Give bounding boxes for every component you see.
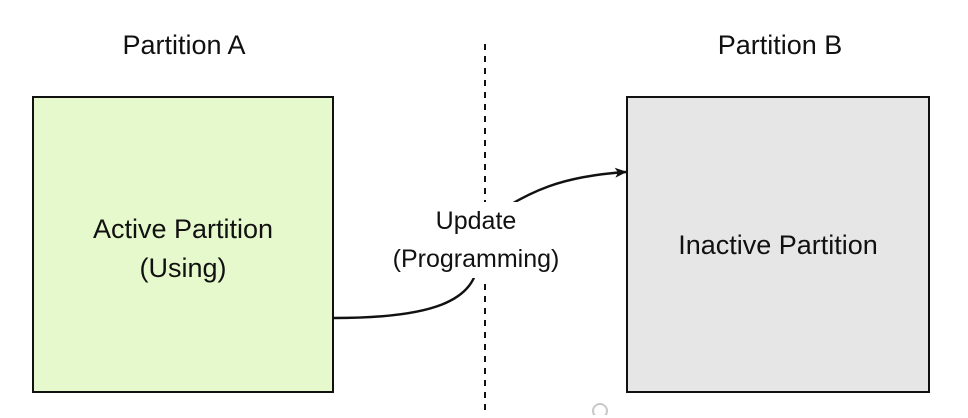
update-label-line2: (Programming) — [392, 245, 560, 273]
active-partition-status: (Using) — [139, 252, 227, 283]
partition-a-heading: Partition A — [122, 30, 246, 60]
active-partition-box: Active Partition (Using) — [32, 96, 334, 393]
watermark — [592, 402, 608, 418]
inactive-partition-label: Inactive Partition — [678, 226, 878, 265]
inactive-partition-box: Inactive Partition — [626, 96, 930, 393]
logo-icon — [592, 403, 608, 418]
inactive-partition-title: Inactive Partition — [678, 230, 878, 260]
partition-b-heading: Partition B — [717, 30, 843, 60]
update-label-line1: Update — [435, 207, 517, 235]
active-partition-label: Active Partition (Using) — [93, 210, 273, 288]
active-partition-title: Active Partition — [92, 213, 274, 244]
update-label: Update (Programming) — [390, 202, 562, 278]
